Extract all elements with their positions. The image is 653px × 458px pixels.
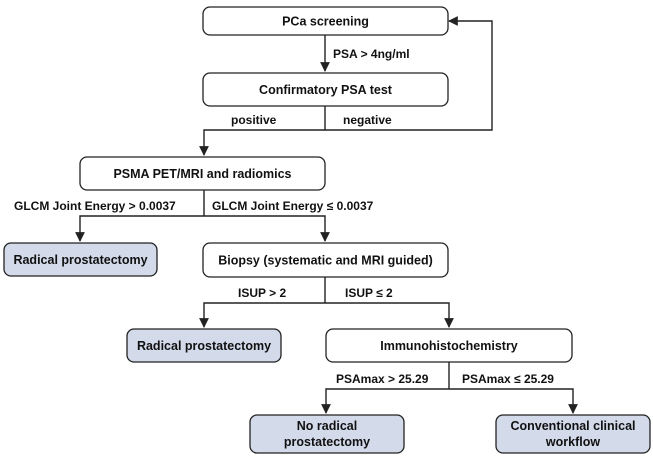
edge-label-psamax-less-equal: PSAmax ≤ 25.29 xyxy=(462,372,554,386)
connectors xyxy=(75,16,578,414)
node-biopsy-label: Biopsy (systematic and MRI guided) xyxy=(218,254,433,268)
connector-positive-to-psma xyxy=(199,129,325,156)
node-psma-pet: PSMA PET/MRI and radiomics xyxy=(79,156,326,191)
node-conventional-line2: workflow xyxy=(545,435,600,449)
edge-label-glcm-less-equal: GLCM Joint Energy ≤ 0.0037 xyxy=(212,199,374,213)
node-radical-prostatectomy-2: Radical prostatectomy xyxy=(126,328,282,363)
node-no-radical-line2: prostatectomy xyxy=(284,435,370,449)
node-radical-prostatectomy-2-label: Radical prostatectomy xyxy=(137,339,271,353)
node-confirmatory-psa: Confirmatory PSA test xyxy=(202,72,449,107)
node-pca-screening-label: PCa screening xyxy=(282,15,369,29)
node-radical-prostatectomy-1-label: Radical prostatectomy xyxy=(13,253,147,267)
edge-label-glcm-greater: GLCM Joint Energy > 0.0037 xyxy=(14,199,176,213)
node-no-radical-line1: No radical xyxy=(297,419,357,433)
node-no-radical-prostatectomy: No radical prostatectomy xyxy=(249,414,405,454)
node-conventional-line1: Conventional clinical xyxy=(510,419,635,433)
node-pca-screening: PCa screening xyxy=(202,6,449,36)
node-biopsy: Biopsy (systematic and MRI guided) xyxy=(202,242,449,278)
connector-negative-loop xyxy=(324,16,493,131)
node-conventional-workflow: Conventional clinical workflow xyxy=(495,414,651,454)
edge-labels: PSA > 4ng/ml positive negative GLCM Join… xyxy=(14,47,554,386)
edge-label-psa-threshold: PSA > 4ng/ml xyxy=(333,47,410,61)
edge-label-isup-less-equal: ISUP ≤ 2 xyxy=(345,286,393,300)
node-confirmatory-psa-label: Confirmatory PSA test xyxy=(259,83,393,97)
edge-label-negative: negative xyxy=(343,113,392,127)
edge-label-isup-greater: ISUP > 2 xyxy=(238,286,286,300)
connector-to-immuno xyxy=(325,302,454,328)
node-immunohistochemistry-label: Immunohistochemistry xyxy=(380,339,518,353)
edge-label-psamax-greater: PSAmax > 25.29 xyxy=(336,372,429,386)
node-immunohistochemistry: Immunohistochemistry xyxy=(325,328,573,363)
connector-to-biopsy xyxy=(204,215,330,242)
node-psma-pet-label: PSMA PET/MRI and radiomics xyxy=(113,167,291,181)
connector-to-radical2 xyxy=(199,302,325,328)
connector-to-radical1 xyxy=(75,215,204,242)
node-radical-prostatectomy-1: Radical prostatectomy xyxy=(3,242,158,277)
connector-to-conventional xyxy=(449,388,578,414)
edge-label-positive: positive xyxy=(231,113,277,127)
connector-to-no-radical xyxy=(321,388,449,414)
